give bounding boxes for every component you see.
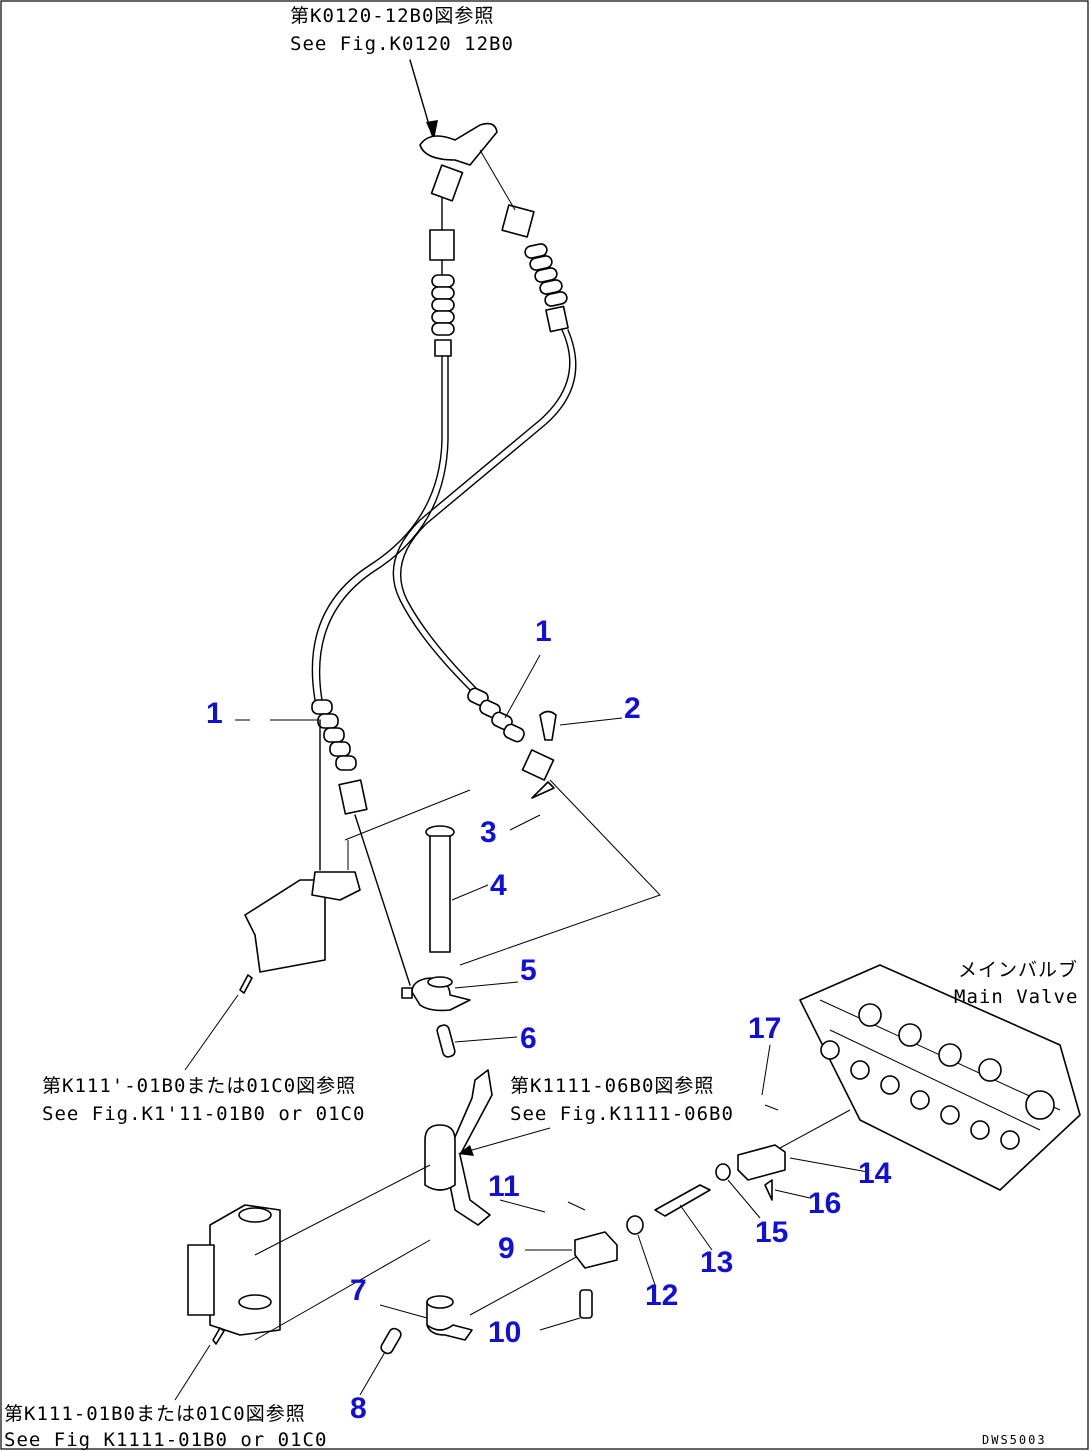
callout-11: 11 (488, 1170, 520, 1203)
callout-4: 4 (490, 869, 507, 902)
linkage-parts (626, 1104, 851, 1235)
left-bracket (184, 719, 471, 1071)
lower-arm (424, 1069, 551, 1226)
callout-3: 3 (480, 816, 497, 849)
callout-12: 12 (645, 1279, 678, 1312)
upper-lever (419, 122, 535, 238)
callout-17: 17 (748, 1012, 781, 1045)
clip-part (539, 710, 557, 741)
top-reference-en: See Fig.K0120 12B0 (290, 33, 514, 55)
bottom-left-reference-en: See Fig K1111-01B0 or 01C0 (4, 1429, 327, 1451)
top-reference: 第K0120-12B0図参照 See Fig.K0120 12B0 (290, 5, 514, 140)
main-valve-label-en: Main Valve (954, 986, 1078, 1008)
mid-left-reference-jp: 第K111'-01B0または01C0図参照 (42, 1075, 356, 1097)
bottom-left-reference-jp: 第K111-01B0または01C0図参照 (4, 1403, 306, 1425)
left-cable (311, 197, 455, 986)
mid-right-reference-jp: 第K1111-06B0図参照 (510, 1075, 714, 1097)
callout-2: 2 (624, 692, 641, 725)
callout-1-right: 1 (535, 615, 552, 648)
callout-9: 9 (498, 1232, 515, 1265)
callout-5: 5 (520, 954, 537, 987)
top-reference-jp: 第K0120-12B0図参照 (290, 5, 494, 27)
callout-10: 10 (488, 1316, 521, 1349)
lower-lever (380, 1254, 581, 1355)
callout-1-left: 1 (206, 697, 223, 730)
callout-14: 14 (858, 1157, 892, 1190)
callout-7: 7 (350, 1274, 367, 1307)
leader-lines (235, 654, 869, 1396)
main-valve (799, 964, 1081, 1191)
mid-right-reference-en: See Fig.K1111-06B0 (510, 1103, 734, 1125)
callouts: 1 1 2 3 4 5 6 7 8 9 10 11 12 13 14 15 16… (206, 615, 892, 1425)
callout-16: 16 (808, 1187, 841, 1220)
drawing-code: DWS5003 (982, 1433, 1047, 1447)
callout-15: 15 (755, 1216, 788, 1249)
callout-6: 6 (520, 1022, 537, 1055)
pin-assembly (401, 781, 555, 1058)
mid-left-reference-en: See Fig.K1'11-01B0 or 01C0 (42, 1103, 365, 1125)
main-valve-label-jp: メインバルブ (958, 958, 1078, 981)
callout-8: 8 (350, 1392, 367, 1425)
block-9 (567, 1201, 618, 1319)
bottom-left-bracket (174, 1164, 431, 1401)
callout-13: 13 (700, 1246, 733, 1279)
right-cable (392, 243, 661, 966)
